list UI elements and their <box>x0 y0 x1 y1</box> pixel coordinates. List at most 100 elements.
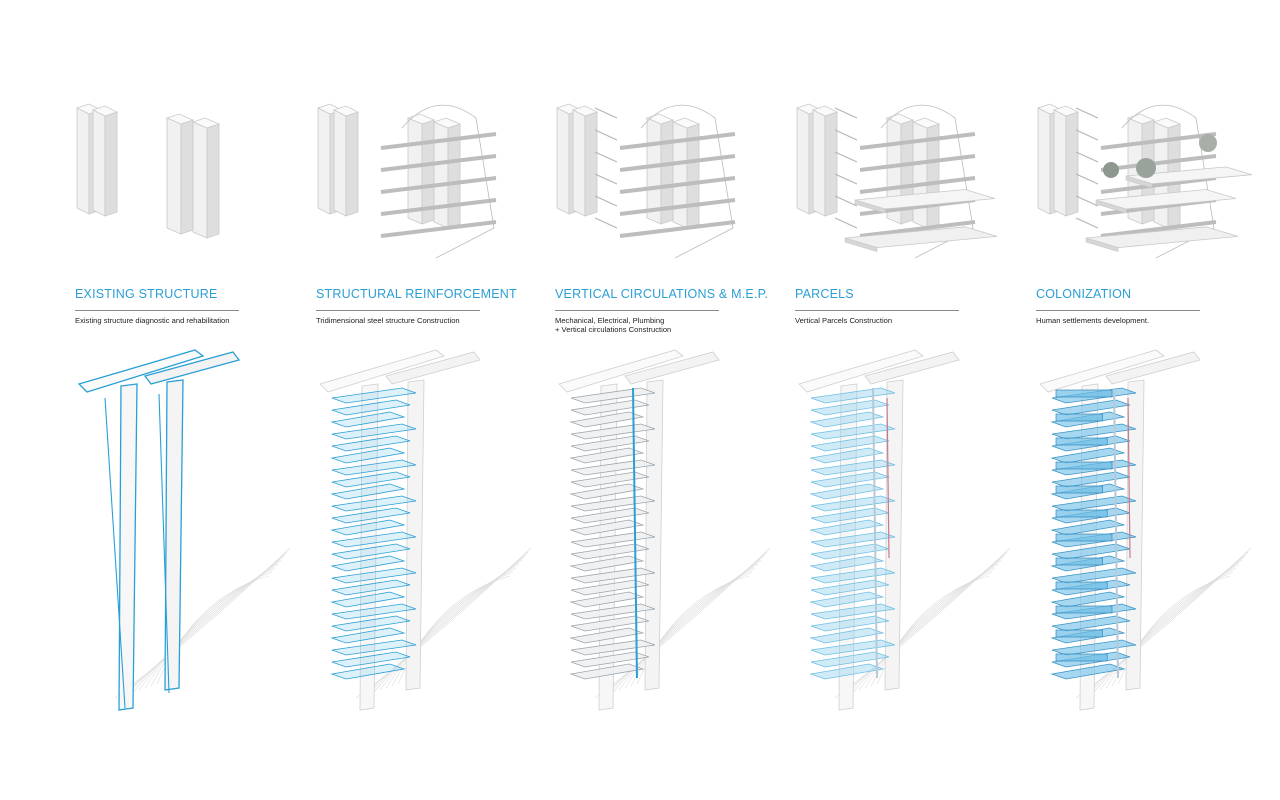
ground-hatch <box>144 567 276 689</box>
floor-level <box>810 639 896 656</box>
floor-level <box>331 507 411 524</box>
floor-level <box>331 399 411 416</box>
floor-level <box>569 555 645 572</box>
floor-level <box>331 543 411 560</box>
tree <box>1103 162 1119 178</box>
building-block <box>645 113 675 225</box>
steel-beam <box>1100 220 1217 238</box>
floor-level <box>569 483 645 500</box>
floor-level <box>331 471 411 488</box>
mep-riser <box>1113 387 1119 679</box>
floor-level <box>810 399 890 416</box>
axonometric-massing-view <box>1036 103 1253 259</box>
phase-description: Tridimensional steel structure Construct… <box>316 316 460 325</box>
divider-rule <box>1036 310 1200 311</box>
ground-hatch <box>870 571 993 687</box>
floor-level <box>331 495 417 512</box>
floor-level <box>569 663 645 680</box>
phase-description: Mechanical, Electrical, Plumbing + Verti… <box>555 316 672 334</box>
steel-beam <box>380 220 497 238</box>
floor-level <box>570 651 650 668</box>
floor-level <box>809 555 885 572</box>
building-block <box>571 105 599 217</box>
axonometric-massing-view <box>555 103 736 259</box>
stair-flight <box>834 151 858 163</box>
floor-level <box>1051 639 1137 656</box>
floor-level <box>569 591 645 608</box>
floor-level <box>331 423 417 440</box>
building-block <box>432 117 462 229</box>
floor-level <box>569 411 645 428</box>
floor-level <box>1051 471 1131 488</box>
tower-column <box>118 383 138 711</box>
floor-level <box>810 651 890 668</box>
stair-flight <box>834 129 858 141</box>
floor-level <box>810 435 890 452</box>
cantilever-cap <box>1105 351 1201 385</box>
housing-module <box>1055 653 1108 662</box>
steel-beam <box>619 154 736 172</box>
tower-section-view <box>798 349 1011 711</box>
stair-flight <box>594 107 618 119</box>
housing-module <box>1055 461 1113 470</box>
floor-level <box>331 435 411 452</box>
steel-beam <box>859 220 976 238</box>
stair-flight <box>1075 151 1099 163</box>
floor-level <box>809 627 885 644</box>
mep-riser <box>872 387 878 679</box>
steel-beam <box>380 132 497 150</box>
stair-flight <box>594 151 618 163</box>
tower-section-view <box>558 349 771 711</box>
column-edge <box>158 393 170 694</box>
ground-hatch <box>858 563 999 691</box>
cantilever-cap <box>864 351 960 385</box>
stair-flight <box>594 195 618 207</box>
stair-flight <box>1075 129 1099 141</box>
floor-level <box>809 411 885 428</box>
floor-level <box>810 531 896 548</box>
ground-hatch <box>618 563 759 691</box>
stair-flight <box>834 195 858 207</box>
steel-beam <box>1100 176 1217 194</box>
phase-title: EXISTING STRUCTURE <box>75 287 218 301</box>
floor-level <box>809 447 885 464</box>
floor-level <box>810 615 890 632</box>
housing-module <box>1055 437 1108 446</box>
steel-beam <box>619 198 736 216</box>
floor-level <box>1050 519 1126 536</box>
floor-level <box>331 603 417 620</box>
tower-column <box>1125 379 1145 691</box>
plumbing-riser <box>1127 397 1131 559</box>
floor-level <box>330 411 406 428</box>
stair-flight <box>594 217 618 229</box>
floor-level <box>570 507 650 524</box>
floor-plate <box>844 226 998 253</box>
floor-level <box>331 459 417 476</box>
axonometric-massing-view <box>795 103 998 259</box>
floor-level <box>330 627 406 644</box>
cantilever-cap <box>319 349 445 393</box>
housing-module <box>1055 413 1103 422</box>
housing-module <box>1055 605 1113 614</box>
site-outline <box>640 104 734 259</box>
stair-flight <box>1075 107 1099 119</box>
floor-level <box>330 447 406 464</box>
steel-beam <box>380 198 497 216</box>
floor-level <box>810 471 890 488</box>
phase-title: VERTICAL CIRCULATIONS & M.E.P. <box>555 287 769 301</box>
steel-beam <box>1100 154 1217 172</box>
building-block <box>165 113 195 235</box>
floor-level <box>1051 567 1137 584</box>
floor-level <box>331 567 417 584</box>
floor-plate <box>1125 166 1253 189</box>
floor-level <box>331 531 417 548</box>
steel-beam <box>619 132 736 150</box>
stair-flight <box>594 129 618 141</box>
stair-flight <box>1075 217 1099 229</box>
floor-level <box>331 651 411 668</box>
floor-level <box>809 519 885 536</box>
floor-level <box>331 579 411 596</box>
floor-level <box>330 483 406 500</box>
